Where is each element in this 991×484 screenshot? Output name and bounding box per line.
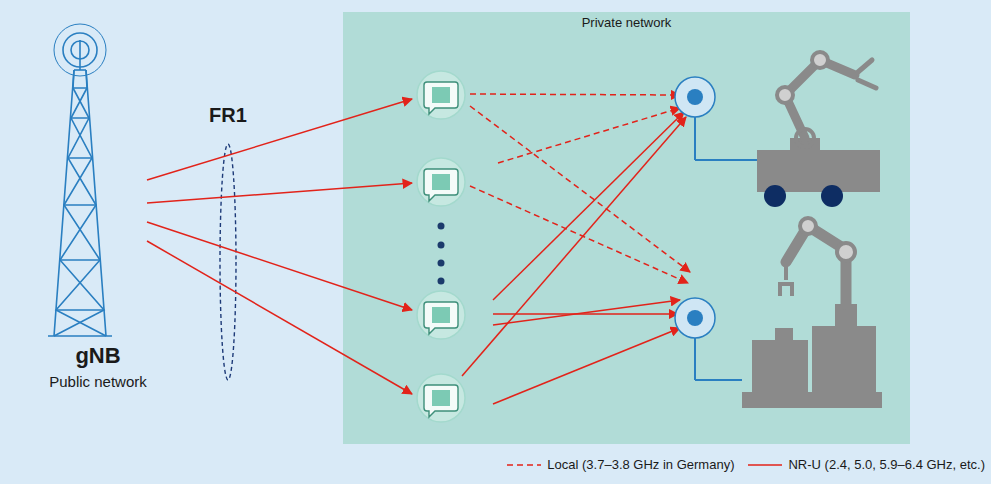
ue-icons	[417, 71, 465, 422]
industrial-robot	[675, 218, 882, 408]
legend-item: Local (3.7–3.8 GHz in Germany)	[507, 457, 734, 472]
private-network-region: Private network	[343, 12, 910, 444]
node-title: gNB	[30, 342, 166, 371]
legend-line-sample	[748, 460, 782, 470]
fr1-links	[147, 99, 412, 394]
band-label: FR1	[209, 104, 247, 127]
legend-text: Local (3.7–3.8 GHz in Germany)	[547, 457, 734, 472]
gnb-node: gNBPublic network	[30, 342, 166, 391]
node-title: Private network	[343, 12, 910, 32]
ellipsis-dots	[438, 223, 445, 285]
node-subtitle: Public network	[30, 372, 166, 392]
mobile-robot	[675, 52, 880, 207]
legend-text: NR-U (2.4, 5.0, 5.9–6.4 GHz, etc.)	[788, 457, 985, 472]
nru-links	[462, 112, 686, 404]
legend-item: NR-U (2.4, 5.0, 5.9–6.4 GHz, etc.)	[748, 457, 985, 472]
tower-icon	[48, 24, 112, 336]
band-ellipse	[220, 144, 236, 380]
legend-line-sample	[507, 460, 541, 470]
local-links	[470, 94, 690, 283]
